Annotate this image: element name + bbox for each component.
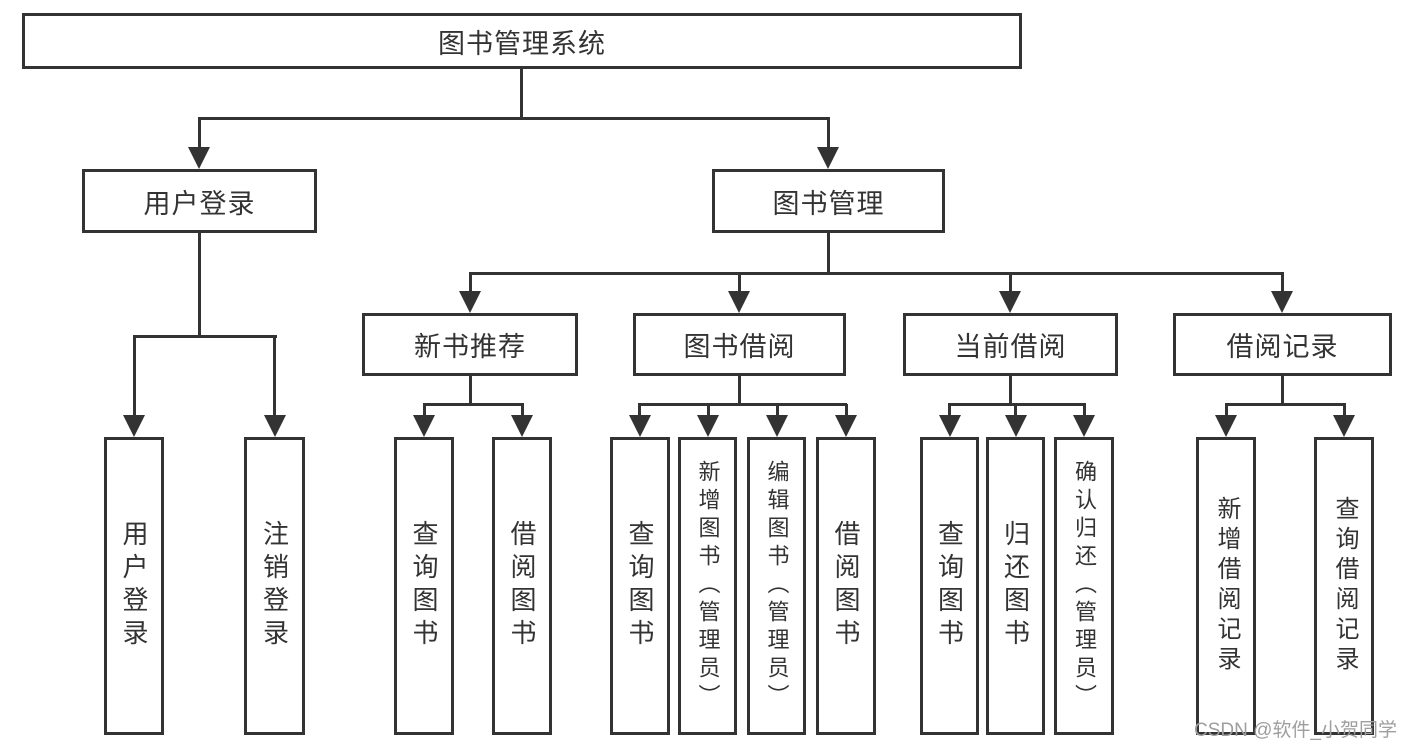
- node-label: 编辑图书（管理员）: [764, 460, 790, 712]
- connector-line: [520, 68, 523, 120]
- node-label: 用户登录: [119, 520, 149, 652]
- arrow-down-icon: [938, 404, 961, 437]
- node-label: 新书推荐: [414, 332, 526, 362]
- connector-line: [1224, 403, 1346, 406]
- node-leaf-borrow-books-recommend: 借阅图书: [492, 437, 552, 735]
- arrow-down-icon: [999, 272, 1021, 313]
- node-leaf-borrow-books: 借阅图书: [816, 437, 876, 735]
- connector-line: [197, 117, 830, 120]
- node-leaf-query-books-recommend: 查询图书: [394, 437, 454, 735]
- arrow-down-icon: [766, 404, 788, 437]
- node-label: 图书管理系统: [438, 28, 606, 59]
- node-label: 查询图书: [409, 520, 439, 652]
- node-label: 查询借阅记录: [1331, 496, 1358, 676]
- node-leaf-user-login: 用户登录: [104, 437, 164, 735]
- arrow-down-icon: [511, 404, 533, 437]
- arrow-down-icon: [628, 404, 651, 437]
- connector-line: [638, 403, 847, 406]
- arrow-down-icon: [728, 272, 750, 313]
- connector-line: [132, 335, 277, 338]
- node-label: 查询图书: [934, 520, 965, 652]
- node-label: 确认归还（管理员）: [1072, 460, 1097, 712]
- arrow-down-icon: [697, 404, 719, 437]
- arrow-down-icon: [835, 404, 857, 437]
- arrow-down-icon: [1073, 404, 1095, 437]
- node-new-book-recommend: 新书推荐: [362, 313, 578, 376]
- node-label: 归还图书: [1000, 520, 1031, 652]
- arrow-down-icon: [1271, 272, 1293, 313]
- node-library-system: 图书管理系统: [22, 13, 1022, 69]
- connector-line: [948, 403, 1086, 406]
- node-label: 查询图书: [625, 520, 655, 652]
- node-label: 新增借阅记录: [1213, 496, 1240, 676]
- node-label: 当前借阅: [954, 332, 1067, 362]
- node-label: 借阅记录: [1226, 332, 1339, 362]
- arrow-down-icon: [1215, 404, 1237, 437]
- arrow-down-icon: [413, 404, 435, 437]
- connector-line: [468, 272, 1283, 275]
- node-leaf-add-borrow-record: 新增借阅记录: [1196, 437, 1256, 735]
- node-leaf-query-books-current: 查询图书: [920, 437, 979, 735]
- arrow-down-icon: [123, 335, 145, 437]
- node-leaf-logout: 注销登录: [244, 437, 305, 735]
- connector-line: [197, 233, 201, 337]
- node-leaf-confirm-return-admin: 确认归还（管理员）: [1054, 437, 1114, 735]
- node-leaf-query-books-borrow: 查询图书: [610, 437, 670, 735]
- node-label: 图书借阅: [683, 332, 796, 362]
- node-label: 注销登录: [259, 520, 290, 652]
- connector-line: [1008, 376, 1012, 406]
- node-book-borrow: 图书借阅: [633, 313, 846, 376]
- connector-line: [422, 403, 524, 406]
- arrow-down-icon: [459, 272, 481, 313]
- node-label: 新增图书（管理员）: [695, 460, 721, 712]
- arrow-down-icon: [817, 117, 839, 169]
- node-user-login: 用户登录: [82, 169, 317, 233]
- node-borrow-records: 借阅记录: [1173, 313, 1392, 376]
- node-label: 借阅图书: [831, 520, 861, 652]
- node-current-borrow: 当前借阅: [903, 313, 1118, 376]
- connector-line: [468, 376, 472, 406]
- node-leaf-query-borrow-record: 查询借阅记录: [1314, 437, 1374, 735]
- arrow-down-icon: [1004, 404, 1027, 437]
- node-label: 借阅图书: [507, 520, 537, 652]
- connector-line: [1280, 376, 1284, 406]
- node-leaf-return-books: 归还图书: [986, 437, 1045, 735]
- node-book-management: 图书管理: [712, 169, 945, 233]
- watermark: CSDN @软件_小贺同学: [1194, 720, 1397, 741]
- connector-line: [737, 376, 741, 406]
- node-label: 用户登录: [143, 188, 256, 219]
- arrow-down-icon: [188, 117, 210, 169]
- node-leaf-add-books-admin: 新增图书（管理员）: [678, 437, 737, 735]
- node-label: 图书管理: [772, 188, 885, 219]
- arrow-down-icon: [1333, 404, 1355, 437]
- connector-line: [826, 233, 830, 274]
- arrow-down-icon: [263, 335, 286, 437]
- node-leaf-edit-books-admin: 编辑图书（管理员）: [747, 437, 806, 735]
